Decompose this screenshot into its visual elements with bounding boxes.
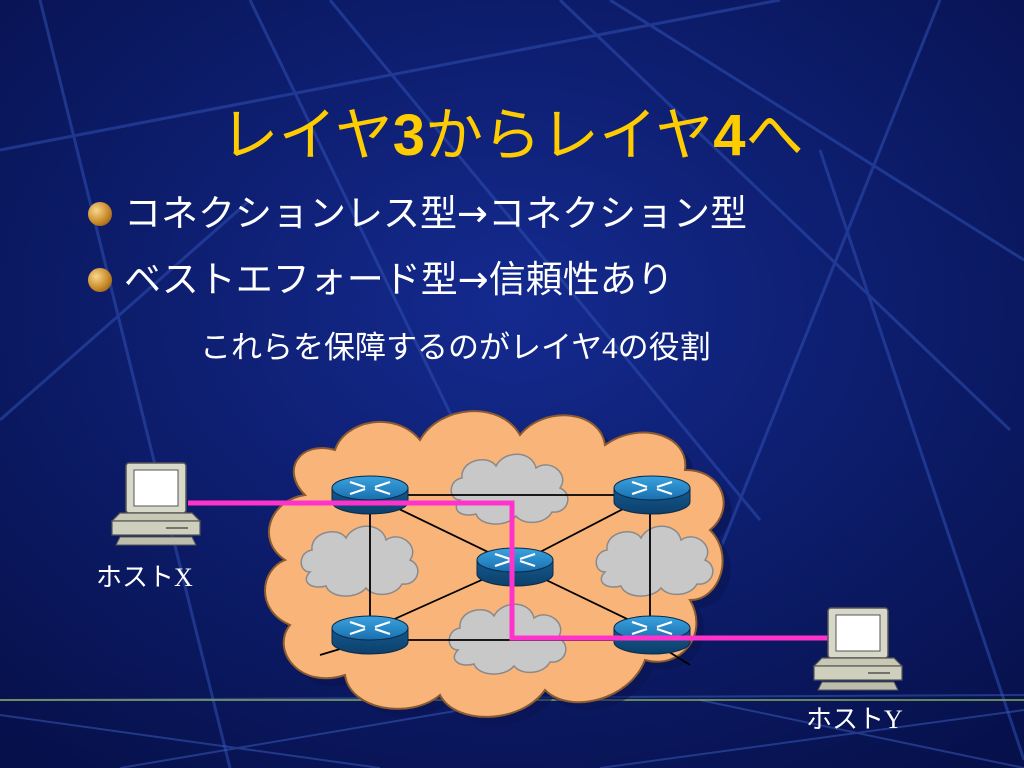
bullet-dot-icon	[88, 202, 112, 226]
bullet-reliability: ベストエフォード型→信頼性あり	[88, 256, 674, 304]
bullet-dot-icon	[88, 268, 112, 292]
bullet-connection: コネクションレス型→コネクション型	[88, 190, 747, 238]
layer4-note: これらを保障するのがレイヤ4の役割	[200, 330, 711, 366]
bullet-text: コネクションレス型→コネクション型	[124, 192, 748, 235]
host-x-label: ホストX	[96, 563, 193, 593]
bullet-text: ベストエフォード型→信頼性あり	[124, 258, 674, 301]
host-y-label: ホストY	[806, 705, 903, 735]
slide-title: レイヤ3からレイヤ4へ	[220, 101, 804, 169]
